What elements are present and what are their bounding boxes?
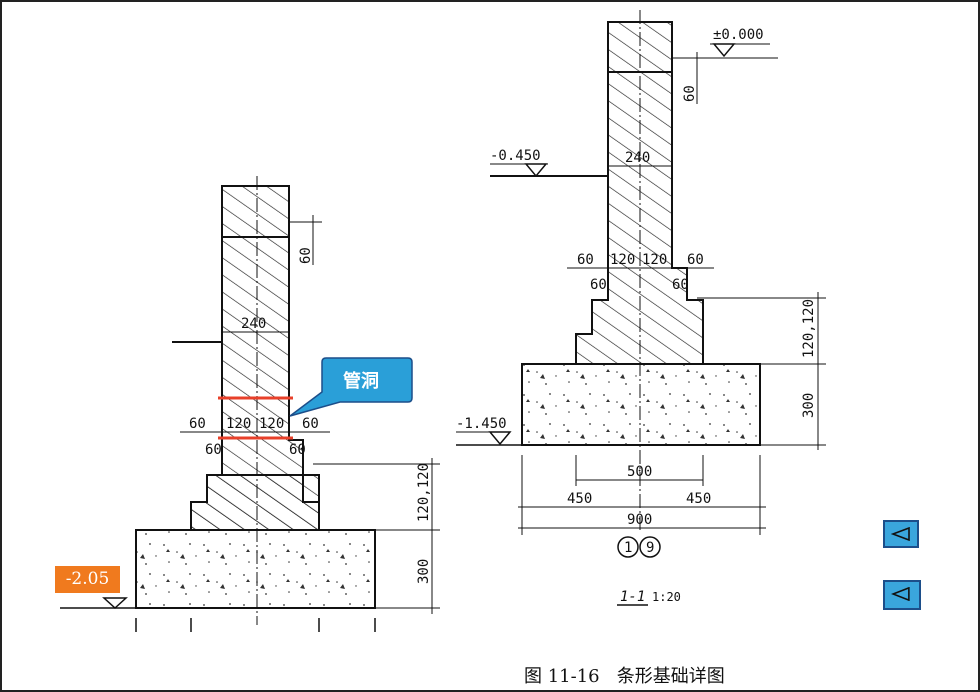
axis-circle-9 — [639, 536, 661, 558]
pipe-hole-callout-text: 管洞 — [343, 370, 379, 392]
left-dim-120-120: 120,120 — [416, 463, 432, 522]
right-dim-60-a: 60 — [577, 252, 594, 268]
left-triangle-icon — [891, 527, 910, 541]
figure-caption: 图 11-16 条形基础详图 — [524, 666, 725, 687]
pipe-hole-callout: 管洞 — [289, 357, 413, 417]
right-foundation-detail — [456, 10, 826, 606]
right-concrete-footing — [521, 363, 761, 446]
left-triangle-icon — [891, 587, 910, 601]
left-dim-60-a: 60 — [189, 416, 206, 432]
left-dim-60-b: 60 — [302, 416, 319, 432]
left-foundation-detail — [60, 176, 440, 632]
left-dim-240: 240 — [241, 316, 266, 332]
left-dim-120-a: 120 — [226, 416, 251, 432]
right-elev-bottom: -1.450 — [456, 416, 507, 432]
right-dim-60-b: 60 — [687, 252, 704, 268]
left-dim-60-top: 60 — [298, 247, 314, 264]
back-button[interactable] — [883, 580, 921, 610]
left-dim-60-c: 60 — [205, 442, 222, 458]
right-dim-60-c: 60 — [590, 277, 607, 293]
right-dim-500: 500 — [627, 464, 652, 480]
right-dim-120-120: 120,120 — [801, 299, 817, 358]
right-dim-120-b: 120 — [642, 252, 667, 268]
right-dim-60-d: 60 — [672, 277, 689, 293]
right-dim-450-b: 450 — [686, 491, 711, 507]
right-dim-120-a: 120 — [610, 252, 635, 268]
left-concrete-footing — [135, 529, 376, 609]
right-dim-300: 300 — [801, 393, 817, 418]
section-scale: 1:20 — [652, 590, 681, 604]
left-dim-120-b: 120 — [259, 416, 284, 432]
elevation-badge: -2.05 — [55, 566, 120, 593]
right-dim-900: 900 — [627, 512, 652, 528]
left-dim-60-d: 60 — [289, 442, 306, 458]
right-elev-mid: -0.450 — [490, 148, 541, 164]
axis-label-9: 9 — [646, 540, 654, 556]
right-elev-top: ±0.000 — [713, 27, 764, 43]
section-label: 1-1 — [620, 589, 645, 605]
axis-circle-1 — [617, 536, 639, 558]
right-dim-450-a: 450 — [567, 491, 592, 507]
right-dim-240: 240 — [625, 150, 650, 166]
left-dim-300: 300 — [416, 559, 432, 584]
prev-slide-button[interactable] — [883, 520, 919, 548]
right-dim-60-top: 60 — [682, 85, 698, 102]
axis-label-1: 1 — [624, 540, 632, 556]
